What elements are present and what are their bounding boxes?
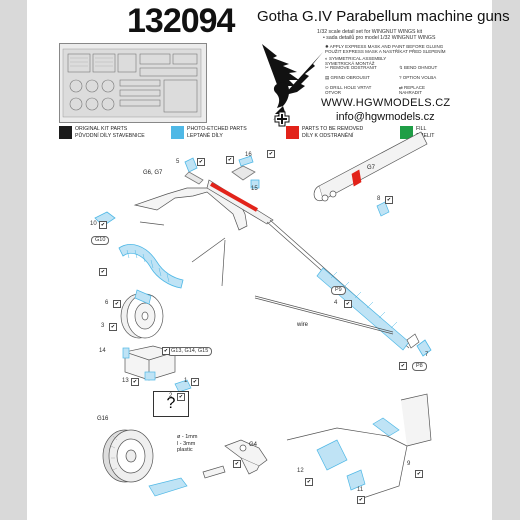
step-checkbox[interactable]: ✔: [267, 150, 275, 158]
step-checkbox[interactable]: ✔: [191, 378, 199, 386]
step-checkbox[interactable]: ✔: [131, 378, 139, 386]
symbol-replace: ⇄ REPLACE NAHRADIT: [399, 85, 426, 95]
part-number: 9: [407, 461, 411, 467]
step-checkbox[interactable]: ✔: [233, 460, 241, 468]
email-address[interactable]: info@hgwmodels.cz: [336, 111, 435, 123]
part-number: 14: [99, 348, 106, 354]
part-number: 8: [377, 196, 381, 202]
label-g4: G4: [249, 442, 258, 448]
part-number: 3: [101, 323, 105, 329]
wheel-g16: [102, 429, 226, 497]
part-number: 11: [357, 487, 364, 493]
removed-part-strip: [210, 182, 258, 212]
step-checkbox[interactable]: ✔: [109, 323, 117, 331]
legend-swatch: [286, 126, 299, 139]
cooling-jacket-pe: [316, 267, 410, 351]
step-checkbox[interactable]: ✔: [344, 300, 352, 308]
part-number: 15: [251, 186, 258, 192]
step-checkbox[interactable]: ✔: [113, 300, 121, 308]
eagle-logo: [262, 44, 323, 127]
mount-bracket: [286, 393, 432, 501]
symbol-remove: ✂ REMOVE ODSTRANIT: [325, 65, 377, 70]
step-checkbox[interactable]: ✔: [226, 156, 234, 164]
g7-detail: [313, 131, 428, 217]
step-checkbox[interactable]: ✔: [305, 478, 313, 486]
part-number: 6: [105, 300, 109, 306]
product-title: Gotha G.IV Parabellum machine guns: [257, 8, 510, 25]
symbol-drill: ⊙ DRILL HOLE VRTAT OTVOR: [325, 85, 372, 95]
part-number: 16: [245, 152, 252, 158]
etch-fret-preview: [59, 43, 207, 123]
step-checkbox[interactable]: ✔: [99, 221, 107, 229]
product-code: 132094: [127, 2, 235, 40]
step-checkbox[interactable]: ✔: [399, 362, 407, 370]
part-15-16: [231, 155, 260, 189]
ammo-drum: [120, 289, 164, 339]
tag-g10: G10: [91, 236, 110, 245]
subtitle-en: 1/32 scale detail set for WINGNUT WINGS …: [317, 29, 423, 35]
part-number: 12: [297, 468, 304, 474]
assembly-drawing: [94, 131, 432, 501]
label-g16: G16: [97, 416, 109, 422]
symbol-bend: ↯ BEND OHNOUT: [399, 65, 438, 70]
part-number: 13: [122, 378, 129, 384]
label-g6-g7: G6, G7: [143, 170, 163, 176]
legend-swatch: [400, 126, 413, 139]
step-checkbox[interactable]: ✔: [99, 268, 107, 276]
grind-icon: ▤: [325, 75, 330, 80]
part-number: 4: [334, 300, 338, 306]
bend-icon: ↯: [399, 65, 403, 70]
symbol-grind: ▤ GRIND OBROUSIT: [325, 75, 370, 80]
part-number: 10: [90, 221, 97, 227]
option-icon: ?: [399, 75, 402, 80]
subtitle-cz: • sada detailů pro model 1/32 WINGNUT WI…: [323, 35, 436, 41]
etch-fret-drawing: [62, 48, 202, 118]
step-checkbox[interactable]: ✔: [385, 196, 393, 204]
step-checkbox[interactable]: ✔: [197, 158, 205, 166]
symbol-apply-mask: ✸ APPLY EXPRESS MASK AND PAINT BEFORE GL…: [325, 44, 446, 54]
replace-icon: ⇄: [399, 85, 403, 90]
step-checkbox[interactable]: ✔: [357, 496, 365, 504]
iron-cross-icon: [274, 111, 290, 127]
step-checkbox[interactable]: ✔: [177, 393, 185, 401]
part-g4: [224, 439, 268, 475]
label-wire: wire: [297, 322, 309, 328]
ammo-belt-pe: [118, 244, 184, 289]
part-number: 7: [425, 352, 429, 358]
label-g7: G7: [367, 165, 376, 171]
tag-p8: P8: [412, 362, 427, 371]
part-number: 2: [169, 393, 173, 399]
gun-stock: [133, 187, 248, 231]
step-checkbox[interactable]: ✔: [162, 347, 170, 355]
part-7: [416, 339, 432, 357]
tag-p9: P9: [331, 286, 346, 295]
legend-swatch: [59, 126, 72, 139]
legend-swatch: [171, 126, 184, 139]
remove-icon: ✂: [325, 65, 329, 70]
step-checkbox[interactable]: ✔: [415, 470, 423, 478]
part-5: [184, 157, 204, 185]
part-number: 1: [184, 378, 188, 384]
drill-icon: ⊙: [325, 85, 329, 90]
wire-spec: ø - 1mm l - 3mm plastic: [177, 434, 198, 453]
wire-line: [254, 295, 394, 333]
instruction-sheet: 132094 Gotha G.IV Parabellum machine gun…: [27, 0, 510, 520]
star-icon: ✸: [325, 44, 329, 49]
symbol-option: ? OPTION VOLBA: [399, 75, 437, 80]
tag-g13-g15: G13, G14, G15: [167, 347, 213, 356]
website-url[interactable]: WWW.HGWMODELS.CZ: [321, 97, 451, 109]
part-number: 5: [176, 159, 180, 165]
mirror-icon: ◐: [325, 56, 328, 61]
symbol-symmetrical: ◐ SYMMETRICAL ASSEMBLY SYMETRICKÁ MONTÁŽ: [325, 56, 387, 66]
